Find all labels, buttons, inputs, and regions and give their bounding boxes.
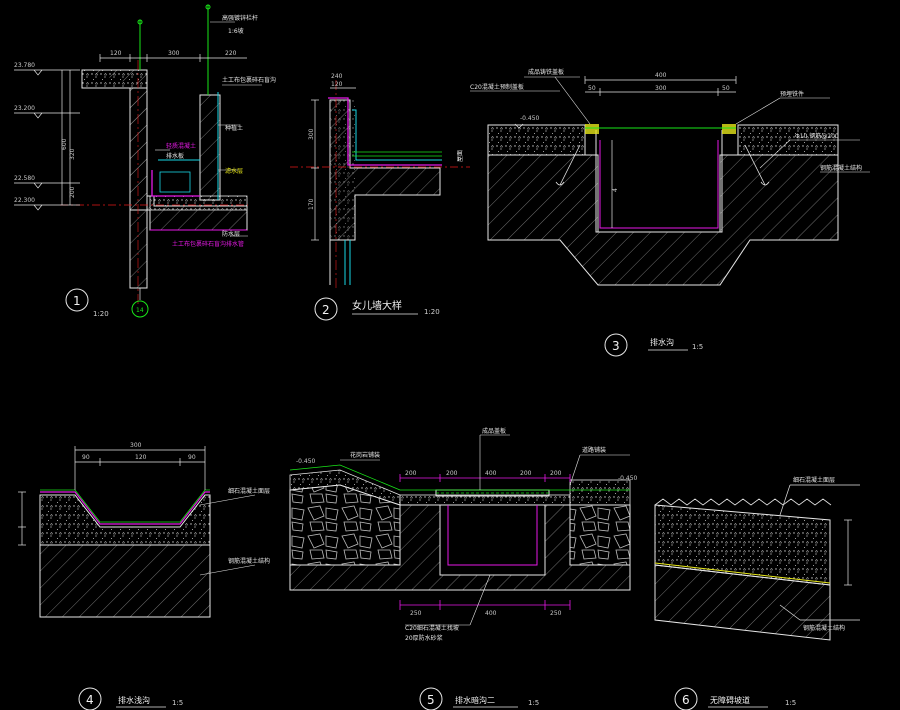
detail-5-dim-top-2: 200 <box>446 470 458 477</box>
detail-4-fill <box>39 494 211 546</box>
detail-6-number: 6 <box>682 693 690 707</box>
detail-6-note-struct: 钢筋混凝土结构 <box>803 624 845 632</box>
detail-2-dim-1: 120 <box>331 81 343 88</box>
detail-1-dim-side-1: 600 <box>61 138 68 150</box>
detail-3-title: 排水沟 <box>650 337 674 347</box>
detail-4-title: 排水浅沟 <box>118 695 150 705</box>
detail-3-dim-right: 50 <box>722 85 730 92</box>
detail-5-dim-bot-2: 400 <box>485 610 497 617</box>
detail-5: 200 200 400 200 200 250 400 250 -0.450 -… <box>289 427 638 710</box>
detail-2: 120 240 300 170 屋面 2 女儿墙大样 1:20 <box>290 73 470 321</box>
detail-3-elev: -0.450 <box>520 115 540 122</box>
detail-2-dim-3: 300 <box>308 128 315 140</box>
detail-1-note-soil: 种植土 <box>225 124 243 132</box>
detail-3-dim-total: 400 <box>655 72 667 79</box>
detail-4-scale: 1:5 <box>172 699 183 707</box>
detail-1-elev-2: 23.200 <box>14 105 35 112</box>
detail-3: 400 50 300 50 -0.450 4 成品铸铁盖板 C20混凝土预制盖板… <box>470 68 870 357</box>
section-label-circle-icon <box>314 297 338 321</box>
detail-5-note-cover: 成品盖板 <box>482 427 506 435</box>
detail-5-note-slope: C20细石混凝土找坡 <box>405 624 459 632</box>
detail-5-elev-right: -0.450 <box>618 475 638 482</box>
detail-1-note-waterproof: 防水层 <box>222 230 240 238</box>
detail-5-note-mortar: 20厚防水砂浆 <box>405 634 443 642</box>
detail-1-number: 1 <box>73 294 81 308</box>
detail-5-title: 排水暗沟二 <box>455 695 495 705</box>
detail-6-title: 无障碍坡道 <box>710 695 750 705</box>
detail-5-dim-top-3: 400 <box>485 470 497 477</box>
detail-1-note-pipe: 土工布包裹碎石盲沟排水管 <box>172 240 244 248</box>
detail-3-note-rebar: Φ10 钢筋@200 <box>795 132 839 140</box>
detail-2-title: 女儿墙大样 <box>352 299 402 312</box>
detail-1-scale: 1:20 <box>93 310 109 318</box>
detail-1-dim-top-3: 220 <box>225 50 237 57</box>
detail-4-note-surface: 细石混凝土面层 <box>228 487 270 495</box>
detail-3-note-struct: 钢筋混凝土结构 <box>820 164 862 172</box>
detail-4-note-struct: 钢筋混凝土结构 <box>228 557 270 565</box>
detail-1-elev-1: 23.780 <box>14 62 35 69</box>
detail-1-dim-side-2: 320 <box>69 148 76 160</box>
detail-6-structure <box>654 564 831 641</box>
detail-1-note-filter: 滤水层 <box>225 167 243 175</box>
detail-5-dim-top-5: 200 <box>550 470 562 477</box>
section-label-circle-icon <box>65 288 89 312</box>
detail-3-dim-depth: 4 <box>612 188 619 192</box>
detail-2-note-roof: 屋面 <box>457 150 464 162</box>
detail-4-number: 4 <box>86 693 94 707</box>
detail-4: 300 90 120 90 细石混凝土面层 钢筋混凝土结构 4 排水浅沟 1:5 <box>18 442 270 710</box>
section-label-circle-icon <box>419 687 443 710</box>
detail-3-number: 3 <box>612 339 620 353</box>
detail-2-number: 2 <box>322 303 330 317</box>
detail-2-scale: 1:20 <box>424 308 440 316</box>
detail-1-column <box>129 87 148 289</box>
detail-3-note-embed: 预埋铁件 <box>780 90 804 98</box>
detail-3-note-precast: C20混凝土预制盖板 <box>470 83 524 91</box>
detail-5-dim-bot-3: 250 <box>550 610 562 617</box>
detail-1-note-drain: 土工布包裹碎石盲沟 <box>222 76 276 84</box>
detail-3-scale: 1:5 <box>692 343 703 351</box>
detail-5-elev-left: -0.450 <box>296 458 316 465</box>
detail-3-dim-mid: 300 <box>655 85 667 92</box>
detail-2-dim-4: 170 <box>308 198 315 210</box>
detail-4-dim-left: 90 <box>82 454 90 461</box>
detail-1-dim-top-1: 120 <box>110 50 122 57</box>
detail-1-planter-wall <box>199 94 221 201</box>
detail-4-dim-total: 300 <box>130 442 142 449</box>
detail-1-note-board: 排水板 <box>166 152 184 160</box>
detail-1-elev-3: 22.580 <box>14 175 35 182</box>
detail-5-dim-top-4: 200 <box>520 470 532 477</box>
detail-1-axis: 14 <box>136 307 144 314</box>
detail-3-note-cover: 成品铸铁盖板 <box>528 68 564 76</box>
detail-5-dim-bot-1: 250 <box>410 610 422 617</box>
detail-1-note-slope: 1:6坡 <box>228 27 244 35</box>
detail-6-note-surface: 细石混凝土面层 <box>793 476 835 484</box>
detail-4-dim-mid: 120 <box>135 454 147 461</box>
detail-6: 细石混凝土面层 钢筋混凝土结构 6 无障碍坡道 1:5 <box>654 476 860 710</box>
detail-1: 23.780 23.200 22.580 22.300 600 320 200 … <box>14 4 276 318</box>
detail-3-dim-left: 50 <box>588 85 596 92</box>
detail-5-note-road: 道路铺装 <box>582 446 606 454</box>
detail-1-coping <box>81 69 148 89</box>
detail-5-dim-top-1: 200 <box>405 470 417 477</box>
detail-1-slab-fill <box>149 195 248 211</box>
detail-4-structure <box>39 544 211 618</box>
detail-1-dim-top-2: 300 <box>168 50 180 57</box>
detail-5-note-granite: 花岗岩铺装 <box>350 451 380 459</box>
detail-4-dim-right: 90 <box>188 454 196 461</box>
section-label-circle-icon <box>78 687 102 710</box>
detail-6-scale: 1:5 <box>785 699 796 707</box>
axis-bubble-icon <box>131 300 149 318</box>
detail-2-dim-2: 240 <box>331 73 343 80</box>
detail-1-note-railing: 高强镀锌栏杆 <box>222 14 258 22</box>
detail-5-number: 5 <box>427 693 435 707</box>
section-label-circle-icon <box>604 333 628 357</box>
section-label-circle-icon <box>674 687 698 710</box>
detail-1-dim-side-3: 200 <box>69 186 76 198</box>
detail-3-fill <box>487 124 839 156</box>
detail-5-scale: 1:5 <box>528 699 539 707</box>
detail-1-elev-4: 22.300 <box>14 197 35 204</box>
detail-3-structure <box>487 154 839 286</box>
detail-1-note-concrete: 轻质混凝土 <box>166 142 196 150</box>
